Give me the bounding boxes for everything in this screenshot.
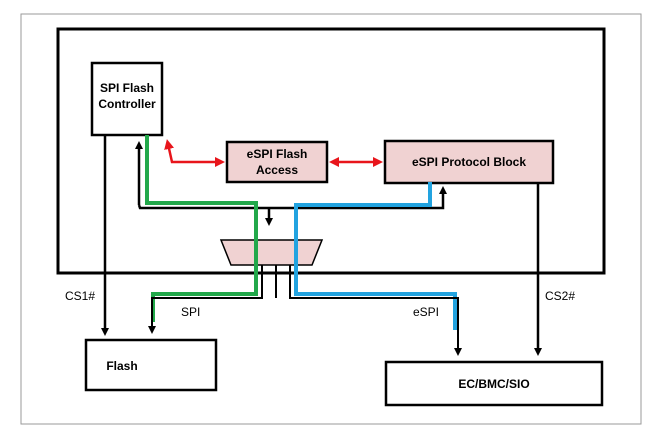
figure-frame bbox=[20, 13, 642, 425]
espi-flash-access-label-1: eSPI Flash bbox=[247, 147, 308, 161]
espi-flash-access-block: eSPI Flash Access bbox=[225, 140, 329, 184]
access-arrows bbox=[164, 139, 383, 167]
espi-flash-access-label-2: Access bbox=[256, 163, 298, 177]
espi-path bbox=[294, 182, 457, 330]
flash-block: Flash bbox=[84, 338, 218, 392]
mux-output-lines bbox=[148, 265, 462, 356]
ec-bmc-sio-block: EC/BMC/SIO bbox=[384, 360, 604, 407]
espi-protocol-block: eSPI Protocol Block bbox=[383, 139, 555, 185]
espi-label: eSPI bbox=[413, 305, 439, 319]
flash-label: Flash bbox=[106, 359, 137, 373]
spi-flash-controller-label-1: SPI Flash bbox=[100, 81, 154, 95]
spi-flash-controller-block: SPI Flash Controller bbox=[90, 61, 164, 137]
spi-label: SPI bbox=[181, 305, 200, 319]
mux bbox=[219, 239, 324, 266]
spi-flash-controller-label-2: Controller bbox=[98, 97, 156, 111]
internal-bus bbox=[135, 141, 447, 226]
cs2-label: CS2# bbox=[545, 289, 575, 303]
espi-protocol-block-label: eSPI Protocol Block bbox=[412, 155, 526, 169]
cs1-label: CS1# bbox=[65, 289, 95, 303]
ec-bmc-sio-label: EC/BMC/SIO bbox=[458, 377, 529, 391]
chipset-boundary bbox=[56, 27, 606, 275]
